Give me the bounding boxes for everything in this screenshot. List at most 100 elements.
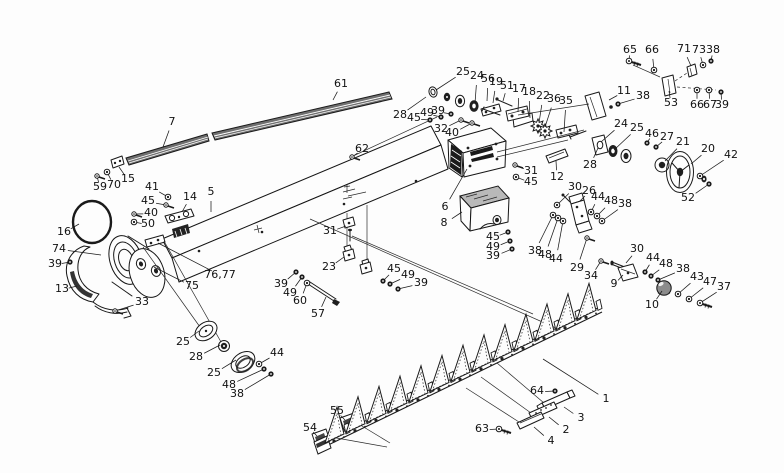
part-callout-label: 26 [582,184,596,197]
part-callout-label: 44 [646,251,660,264]
part-callout-label: 17 [512,82,526,95]
wheel-assembly [568,130,707,193]
part-callout-label: 48 [604,194,618,207]
sickle-blade [471,333,492,372]
part-callout-label: 10 [645,298,659,311]
part-callout-label: 71 [677,42,691,55]
part-callout-label: 28 [583,158,597,171]
part-callout-label: 37 [717,280,731,293]
sickle-blade [513,312,534,352]
callout-leader [189,330,200,338]
part-callout-label: 38 [528,244,542,257]
sickle-blade [429,353,450,393]
part-callout-label: 39 [715,98,729,111]
part-callout-label: 62 [355,142,369,155]
ring-16 [71,199,113,245]
sickle-blade [450,343,471,383]
callout-leader [699,159,724,177]
part-callout-label: 49 [420,106,434,119]
callout-leader [332,91,338,101]
callout-leader [579,237,588,260]
part-callout-label: 44 [591,190,605,203]
centre-plates [496,91,613,164]
callout-leader [533,426,545,436]
callout-leader [449,168,468,200]
part-callout-label: 39 [48,257,62,270]
part-callout-label: 20 [701,142,715,155]
sickle-blade [555,291,576,331]
callout-leader [555,160,557,171]
part-callout-label: 40 [445,126,459,139]
part-callout-label: 45 [387,262,401,275]
part-callout-label: 47 [703,275,717,288]
callout-leader [517,97,519,113]
callout-leader [335,256,345,264]
part-callout-label: 63 [475,422,489,435]
callout-leader [337,225,347,230]
callout-leader [118,166,125,175]
part-callout-label: 28 [189,350,203,363]
part-callout-label: 38 [636,89,650,102]
part-callout-label: 52 [681,191,695,204]
part-callout-label: 31 [323,224,337,237]
callout-leader [486,87,488,102]
callout-leader [664,148,678,162]
callout-leader [625,255,633,264]
part-callout-label: 39 [414,276,428,289]
callout-leader [67,250,102,256]
callout-leader [114,304,134,312]
callout-leader [435,76,456,91]
part-callout-label: 64 [530,384,544,397]
callout-leader [538,214,554,244]
part-callout-label: 76,77 [204,268,236,281]
part-callout-label: 39 [431,104,445,117]
sickle-blade [324,405,345,444]
part-callout-label: 1 [603,392,610,405]
knife-back-rails [110,91,393,169]
part-callout-label: 24 [614,117,628,130]
part-callout-label: 28 [393,108,407,121]
callout-leader [548,416,559,426]
part-callout-label: 38 [618,197,632,210]
part-callout-label: 31 [524,164,538,177]
part-callout-label: 4 [548,434,555,447]
sickle-blade [387,374,408,414]
callout-leader [547,217,559,247]
callout-leader [656,290,663,300]
part-callout-label: 12 [550,170,564,183]
part-callout-label: 44 [270,346,284,359]
part-callout-label: 45 [407,111,421,124]
callout-leader [695,183,710,194]
part-callout-label: 6 [442,200,449,213]
part-callout-label: 21 [676,135,690,148]
sickle-blade [366,384,387,424]
part-callout-label: 66 [690,98,704,111]
callout-leader [340,415,346,421]
alignment-lines [309,103,590,329]
sickle-blade [576,281,597,321]
bracket-and-link [561,192,672,296]
part-callout-label: 38 [230,387,244,400]
gearbox [447,103,507,178]
part-callout-label: 3 [578,411,585,424]
part-callout-label: 35 [559,94,573,107]
part-callout-label: 18 [522,85,536,98]
callout-leader [690,154,702,165]
callout-leader [608,95,618,101]
part-callout-label: 9 [611,277,618,290]
callout-leader [312,431,318,437]
cutter-bar [313,281,603,455]
part-callout-label: 51 [500,79,514,92]
callout-leader [617,274,624,281]
part-callout-label: 59 [93,180,107,193]
callout-leader [451,211,463,219]
part-callout-label: 5 [208,185,215,198]
callout-leader [321,296,327,307]
part-callout-label: 30 [568,180,582,193]
callout-leader [502,93,506,102]
part-callout-label: 48 [538,248,552,261]
part-callout-label: 75 [185,279,199,292]
part-callout-label: 66 [645,43,659,56]
